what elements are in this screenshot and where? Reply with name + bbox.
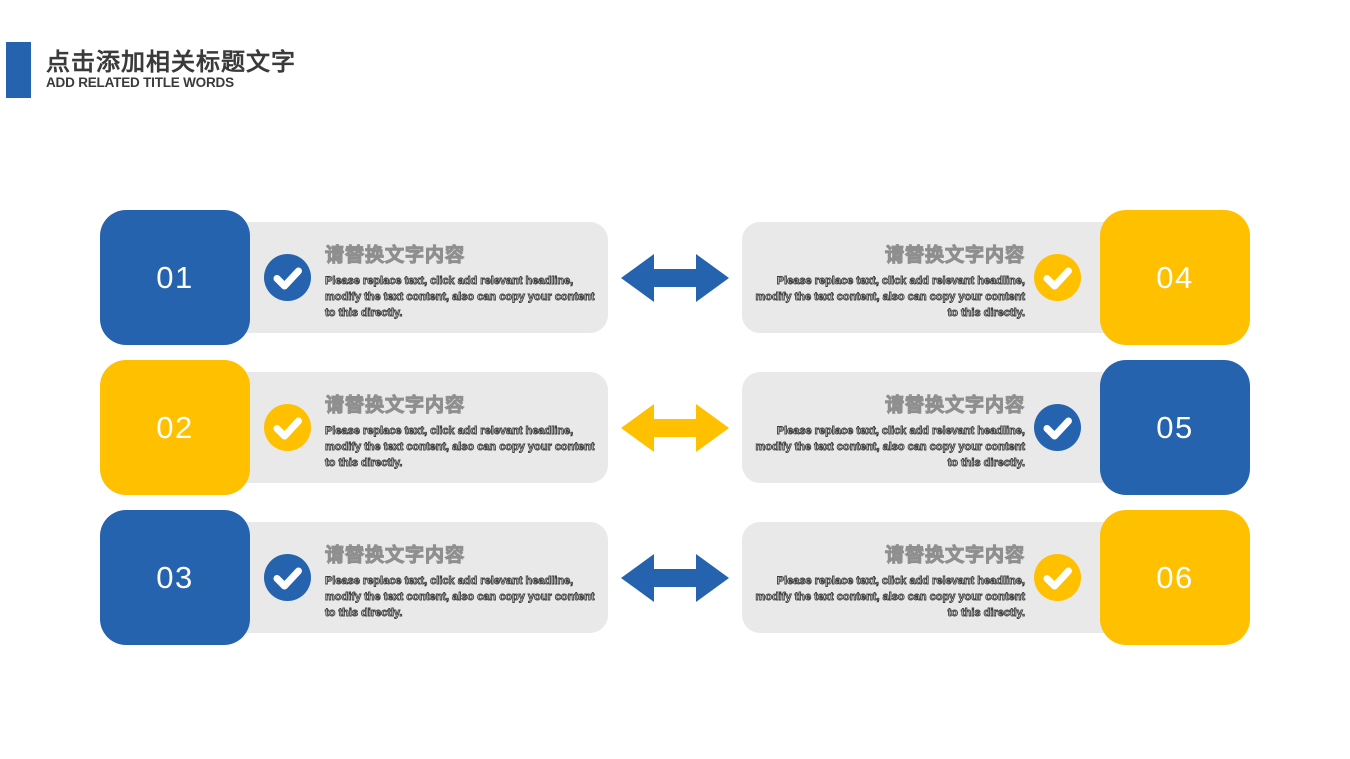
check-circle-icon	[1034, 254, 1081, 301]
check-circle-icon	[1034, 554, 1081, 601]
card-text: 请替换文字内容 Please replace text, click add r…	[325, 540, 601, 621]
number-label: 06	[1156, 559, 1194, 595]
double-arrow-icon	[621, 253, 729, 303]
card-text: 请替换文字内容 Please replace text, click add r…	[749, 540, 1025, 621]
check-circle-icon	[264, 254, 311, 301]
card-heading: 请替换文字内容	[325, 395, 466, 417]
card-text: 请替换文字内容 Please replace text, click add r…	[749, 240, 1025, 321]
card-heading: 请替换文字内容	[884, 395, 1025, 417]
card-heading: 请替换文字内容	[884, 245, 1025, 267]
number-badge-02: 02	[100, 360, 250, 495]
card-heading: 请替换文字内容	[325, 545, 466, 567]
page-title: 点击添加相关标题文字	[46, 49, 296, 76]
card-body: Please replace text, click add relevant …	[755, 425, 1025, 470]
row-2: 02 请替换文字内容 Please replace text, click ad…	[0, 360, 1350, 495]
card-heading: 请替换文字内容	[884, 545, 1025, 567]
card-heading: 请替换文字内容	[325, 245, 466, 267]
card-body: Please replace text, click add relevant …	[325, 575, 595, 620]
card-text: 请替换文字内容 Please replace text, click add r…	[325, 390, 601, 471]
number-label: 05	[1156, 409, 1194, 445]
row-3: 03 请替换文字内容 Please replace text, click ad…	[0, 510, 1350, 645]
number-badge-05: 05	[1100, 360, 1250, 495]
number-label: 04	[1156, 259, 1194, 295]
card-body: Please replace text, click add relevant …	[755, 275, 1025, 320]
card-body: Please replace text, click add relevant …	[325, 275, 595, 320]
card-body: Please replace text, click add relevant …	[755, 575, 1025, 620]
number-label: 01	[156, 259, 194, 295]
number-label: 02	[156, 409, 194, 445]
number-badge-01: 01	[100, 210, 250, 345]
card-body: Please replace text, click add relevant …	[325, 425, 595, 470]
number-badge-03: 03	[100, 510, 250, 645]
number-badge-04: 04	[1100, 210, 1250, 345]
row-1: 01 请替换文字内容 Please replace text, click ad…	[0, 210, 1350, 345]
check-circle-icon	[264, 404, 311, 451]
check-circle-icon	[1034, 404, 1081, 451]
card-text: 请替换文字内容 Please replace text, click add r…	[325, 240, 601, 321]
number-badge-06: 06	[1100, 510, 1250, 645]
double-arrow-icon	[621, 403, 729, 453]
check-circle-icon	[264, 554, 311, 601]
double-arrow-icon	[621, 553, 729, 603]
card-text: 请替换文字内容 Please replace text, click add r…	[749, 390, 1025, 471]
page-subtitle: ADD RELATED TITLE WORDS	[46, 75, 234, 90]
title-accent-bar	[6, 42, 31, 98]
number-label: 03	[156, 559, 194, 595]
